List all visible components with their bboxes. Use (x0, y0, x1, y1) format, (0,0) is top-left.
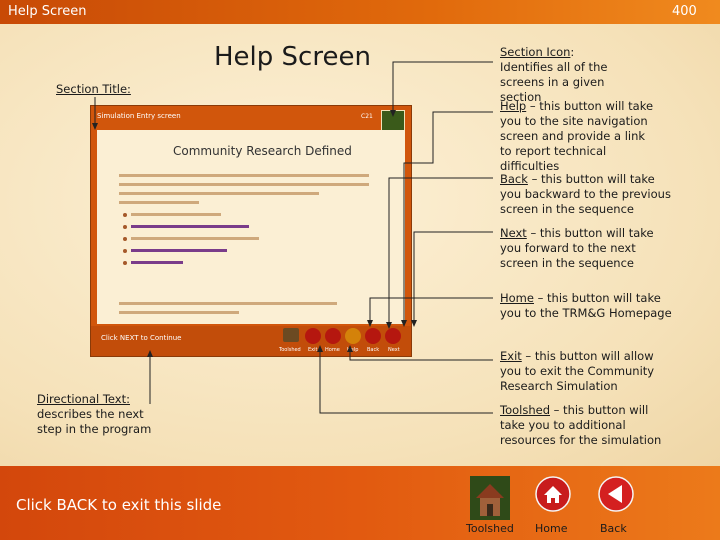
annotation-exit: Exit – this button will allow you to exi… (500, 349, 660, 394)
text-line (119, 302, 337, 305)
screenshot-footer-text: Click NEXT to Continue (101, 334, 182, 342)
screenshot-content-pane: Community Research Defined (97, 130, 405, 324)
arrowhead (347, 345, 353, 352)
next-icon[interactable] (385, 328, 401, 344)
button-label-back: Back (367, 347, 380, 353)
screenshot-header-label: Simulation Entry screen (97, 112, 181, 120)
toolshed-icon[interactable] (470, 476, 510, 520)
annotation-section-icon: Section Icon: Identifies all of the scre… (500, 45, 630, 105)
header-title: Help Screen (8, 4, 87, 19)
annotation-key: Help (500, 99, 527, 113)
text-line (131, 213, 221, 216)
screenshot-section-code: C21 (361, 113, 373, 120)
annotation-directional-text: Directional Text: describes the next ste… (37, 392, 162, 437)
back-label: Back (600, 522, 627, 535)
home-label: Home (535, 522, 568, 535)
button-label-home: Home (325, 347, 340, 353)
link-line[interactable] (131, 249, 227, 252)
toolshed-label: Toolshed (466, 522, 514, 535)
annotation-next: Next – this button will take you forward… (500, 226, 675, 271)
text-line (119, 192, 319, 195)
text-line (119, 311, 239, 314)
exit-icon[interactable] (305, 328, 321, 344)
link-line[interactable] (131, 225, 249, 228)
arrowhead (386, 322, 392, 329)
annotation-toolshed: Toolshed – this button will take you to … (500, 403, 665, 448)
arrowhead (367, 320, 373, 327)
toolshed-line (319, 350, 493, 414)
annotation-key: Back (500, 172, 528, 186)
home-icon[interactable] (325, 328, 341, 344)
bottom-bar: Click BACK to exit this slide (0, 466, 720, 540)
annotation-help: Help – this button will take you to the … (500, 99, 660, 174)
back-icon[interactable] (365, 328, 381, 344)
annotation-key: Home (500, 291, 534, 305)
annotation-key: Section Icon (500, 45, 571, 59)
annotation-text: – this button will take you forward to t… (500, 226, 654, 270)
back-line (388, 177, 493, 324)
home-line (369, 297, 493, 322)
text-line (119, 201, 199, 204)
arrowhead (390, 110, 396, 117)
back-instruction: Click BACK to exit this slide (16, 496, 222, 514)
arrowhead (92, 123, 98, 130)
text-line (119, 183, 369, 186)
annotation-text: – this button will take you to the site … (500, 99, 654, 173)
button-label-toolshed: Toolshed (279, 347, 301, 353)
exit-line (349, 350, 493, 361)
bullet (123, 261, 127, 265)
annotation-text: describes the next step in the program (37, 407, 152, 436)
annotation-key: Next (500, 226, 527, 240)
bullet (123, 237, 127, 241)
annotation-home: Home – this button will take you to the … (500, 291, 675, 321)
bullet (123, 213, 127, 217)
section-title-label: Section Title: (56, 82, 131, 96)
bullet (123, 225, 127, 229)
arrowhead (147, 350, 153, 357)
text-line (119, 174, 369, 177)
annotation-text: – this button will take you to additiona… (500, 403, 662, 447)
page-title: Help Screen (214, 42, 371, 72)
annotation-text: : Identifies all of the screens in a giv… (500, 45, 608, 104)
button-label-exit: Exit (308, 347, 318, 353)
annotation-text: – this button will take you backward to … (500, 172, 671, 216)
toolshed-icon[interactable] (283, 328, 299, 342)
screenshot-page-title: Community Research Defined (173, 144, 352, 158)
arrowhead (401, 320, 407, 327)
text-line (131, 237, 259, 240)
arrowhead (317, 345, 323, 352)
annotation-text: – this button will allow you to exit the… (500, 349, 655, 393)
arrowhead (411, 320, 417, 327)
help-icon[interactable] (345, 328, 361, 344)
embedded-screenshot: Simulation Entry screen C21 Community Re… (90, 105, 412, 357)
annotation-key: Directional Text: (37, 392, 130, 406)
link-line[interactable] (131, 261, 183, 264)
button-label-help: Help (347, 347, 359, 353)
screenshot-header: Simulation Entry screen (91, 106, 411, 128)
help-line (403, 111, 493, 322)
section-icon-line (392, 61, 493, 112)
bullet (123, 249, 127, 253)
home-icon[interactable] (535, 476, 571, 512)
back-arrow-icon[interactable] (598, 476, 634, 512)
slide-number: 400 (672, 4, 697, 19)
button-label-next: Next (388, 347, 400, 353)
top-title-bar: Help Screen 400 (0, 0, 720, 24)
annotation-key: Toolshed (500, 403, 550, 417)
annotation-key: Exit (500, 349, 522, 363)
annotation-back: Back – this button will take you backwar… (500, 172, 675, 217)
next-line (413, 231, 493, 322)
annotation-text: – this button will take you to the TRM&G… (500, 291, 672, 320)
